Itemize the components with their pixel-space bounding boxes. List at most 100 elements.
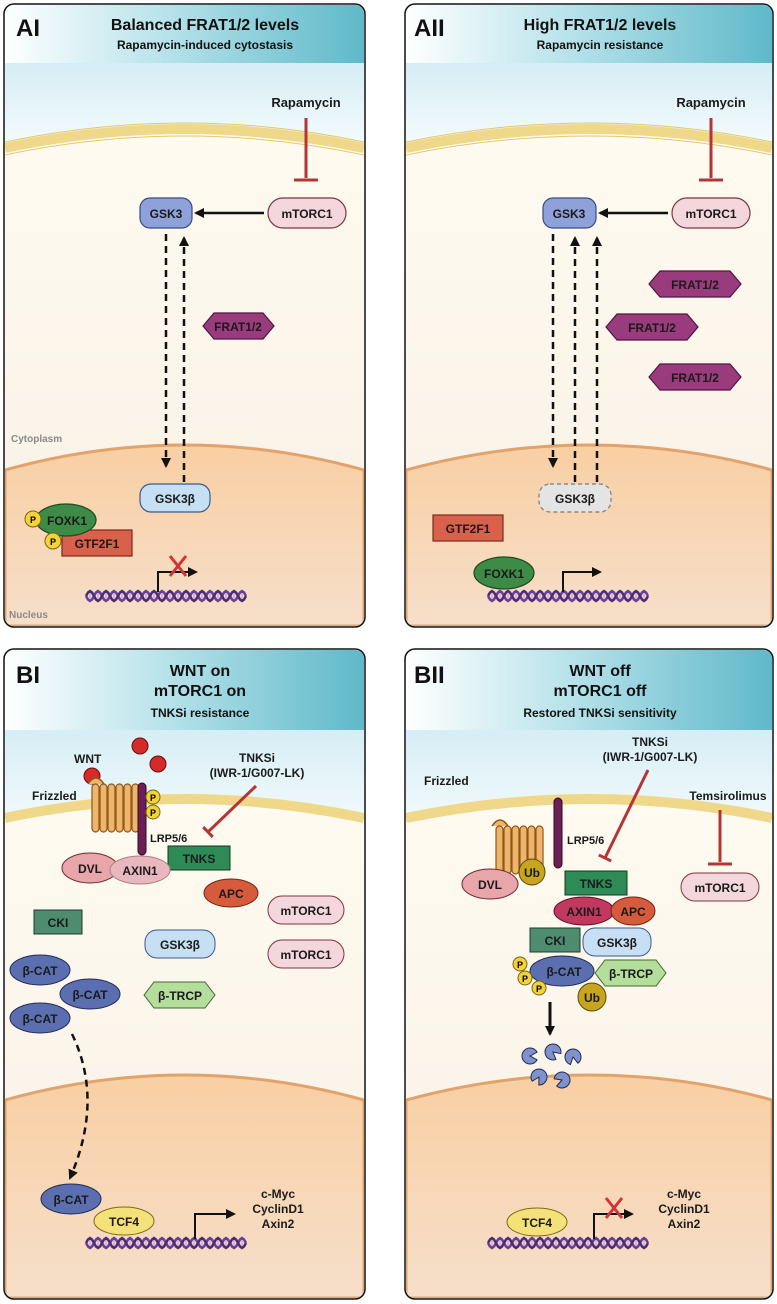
tnks-node	[564, 870, 628, 896]
panel-subtitle: Rapamycin-induced cytostasis	[117, 38, 293, 52]
gtf2f1-label: GTF2F1	[75, 537, 120, 551]
cytoplasm-label: Cytoplasm	[11, 434, 62, 445]
svg-text:CKI: CKI	[48, 916, 69, 930]
axin1-node-faded	[109, 855, 171, 885]
target-gene: Axin2	[668, 1217, 701, 1231]
beta-catenin-node	[59, 978, 121, 1010]
panel-title-line2: mTORC1 off	[553, 683, 647, 700]
dvl-node	[461, 868, 519, 900]
nucleus-label: Nucleus	[9, 610, 48, 621]
rapamycin-label: Rapamycin	[271, 95, 340, 110]
tnksi-compounds-label: (IWR-1/G007-LK)	[210, 766, 305, 780]
svg-text:mTORC1: mTORC1	[694, 881, 745, 895]
tnks-node	[167, 845, 231, 871]
lrp-receptor-icon	[137, 782, 147, 856]
frat-node	[605, 313, 699, 341]
frizzled-label: Frizzled	[424, 774, 469, 788]
temsirolimus-label: Temsirolimus	[689, 789, 766, 803]
wnt-label: WNT	[74, 752, 102, 766]
rapamycin-label: Rapamycin	[676, 95, 745, 110]
frat-label: FRAT1/2	[214, 320, 262, 334]
phospho-icon	[44, 532, 62, 550]
panel-title-line2: mTORC1 on	[154, 683, 246, 700]
mtorc1-node	[267, 197, 347, 229]
svg-text:Ub: Ub	[524, 866, 540, 880]
beta-catenin-node	[9, 954, 71, 986]
inhibition-line	[202, 784, 258, 839]
svg-text:APC: APC	[620, 905, 646, 919]
panel-tag: AI	[16, 15, 40, 42]
btrcp-node	[594, 959, 667, 987]
apc-node	[610, 896, 656, 926]
svg-text:FOXK1: FOXK1	[484, 567, 524, 581]
block-x-icon	[168, 555, 188, 577]
nuclear-translocation-arrow	[68, 1033, 89, 1180]
gtf2f1-node	[432, 514, 504, 542]
panel-tag: BII	[414, 662, 445, 689]
gsk3b-node	[139, 483, 211, 513]
mtorc1-node	[671, 197, 751, 229]
transcription-arrow	[194, 1209, 236, 1239]
mtorc1-label: mTORC1	[281, 207, 332, 221]
frat-node	[202, 312, 275, 340]
degraded-fragments-icon	[521, 1043, 582, 1089]
inhibition-line	[598, 769, 650, 863]
svg-text:APC: APC	[218, 887, 244, 901]
foxk1-label: FOXK1	[47, 514, 87, 528]
svg-text:GSK3β: GSK3β	[597, 936, 637, 950]
phospho-icon	[145, 789, 161, 805]
svg-text:mTORC1: mTORC1	[280, 948, 331, 962]
lrp-label: LRP5/6	[150, 833, 187, 845]
frat-node	[648, 270, 742, 298]
svg-text:β-CAT: β-CAT	[53, 1193, 89, 1207]
panel-tag: AII	[414, 15, 445, 42]
panel-bi: BI WNT on mTORC1 on TNKSi resistance WNT…	[3, 648, 366, 1300]
target-gene: CyclinD1	[658, 1202, 710, 1216]
svg-text:TCF4: TCF4	[109, 1215, 139, 1229]
svg-text:β-TRCP: β-TRCP	[158, 989, 202, 1003]
gtf2f1-node	[61, 529, 133, 557]
transcription-arrow	[562, 567, 602, 592]
svg-text:AXIN1: AXIN1	[566, 905, 602, 919]
svg-text:DVL: DVL	[478, 878, 502, 892]
phospho-icon	[145, 804, 161, 820]
dna-icon	[84, 1236, 248, 1250]
svg-text:Ub: Ub	[584, 991, 600, 1005]
svg-text:β-TRCP: β-TRCP	[609, 967, 653, 981]
wnt-ligand-icon	[149, 755, 167, 773]
gsk3-node	[542, 197, 597, 229]
cki-node	[33, 909, 83, 935]
panel-tag: BI	[16, 662, 40, 689]
mtorc1-node	[267, 939, 345, 969]
foxk1-node	[473, 556, 535, 590]
svg-text:β-CAT: β-CAT	[22, 964, 58, 978]
panel-title-line1: WNT off	[569, 663, 631, 680]
target-gene: c-Myc	[667, 1187, 701, 1201]
svg-text:CKI: CKI	[545, 934, 566, 948]
ubiquitin-icon	[577, 982, 607, 1012]
svg-text:P: P	[30, 515, 36, 525]
svg-text:P: P	[150, 793, 156, 803]
gsk3b-label: GSK3β	[155, 492, 195, 506]
panel-subtitle: TNKSi resistance	[151, 706, 250, 720]
tcf4-node	[93, 1206, 155, 1236]
panel-title: Balanced FRAT1/2 levels	[111, 17, 299, 34]
frat-node	[648, 363, 742, 391]
dna-icon	[486, 1236, 650, 1250]
svg-text:GTF2F1: GTF2F1	[446, 522, 491, 536]
beta-catenin-node	[9, 1002, 71, 1034]
target-gene: CyclinD1	[252, 1202, 304, 1216]
target-gene: c-Myc	[261, 1187, 295, 1201]
phospho-icon	[531, 980, 547, 996]
panel-ai: AI Balanced FRAT1/2 levels Rapamycin-ind…	[3, 3, 366, 628]
svg-text:TNKS: TNKS	[580, 877, 613, 891]
lrp-label: LRP5/6	[567, 835, 604, 847]
tnksi-label: TNKSi	[632, 735, 668, 749]
mtorc1-label: mTORC1	[685, 207, 736, 221]
beta-catenin-node	[40, 1183, 102, 1215]
frizzled-label: Frizzled	[32, 789, 77, 803]
gsk3b-node	[144, 929, 216, 959]
svg-text:P: P	[522, 974, 528, 984]
panel-subtitle: Rapamycin resistance	[537, 38, 664, 52]
